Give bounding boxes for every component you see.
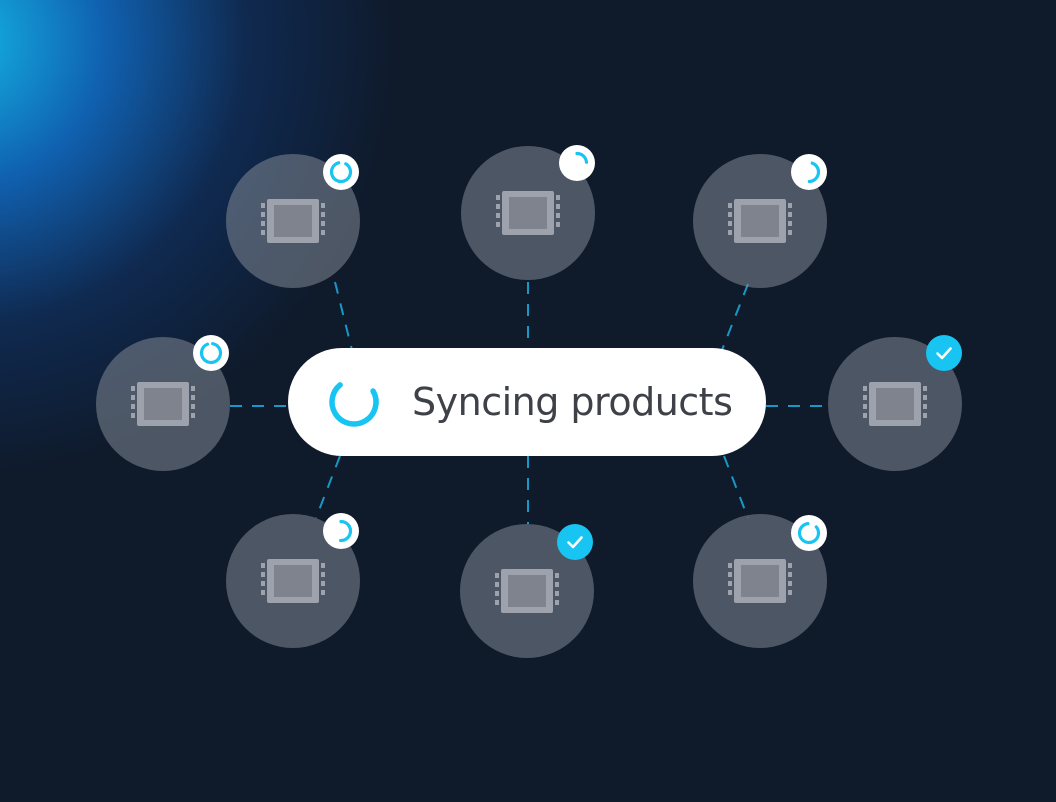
syncing-badge	[193, 335, 229, 371]
checkmark-icon	[567, 536, 583, 549]
product-film-icon	[728, 559, 792, 603]
syncing-badge	[791, 154, 827, 190]
sync-status-label: Syncing products	[412, 380, 733, 424]
connector-top-right	[721, 283, 749, 351]
product-film-icon	[261, 559, 325, 603]
product-node-bottom-center	[460, 524, 594, 658]
syncing-badge	[323, 513, 359, 549]
done-badge	[557, 524, 593, 560]
product-node-middle-left	[96, 337, 230, 471]
progress-ring-icon	[329, 160, 353, 184]
product-film-icon	[131, 382, 195, 426]
checkmark-icon	[936, 347, 952, 360]
syncing-badge	[323, 154, 359, 190]
product-node-top-left	[226, 154, 360, 288]
progress-ring-icon	[797, 160, 821, 184]
sync-status-pill: Syncing products	[288, 348, 766, 456]
product-film-icon	[496, 191, 560, 235]
progress-ring-icon	[329, 519, 353, 543]
progress-ring-icon	[199, 341, 223, 365]
progress-ring-icon	[797, 521, 821, 545]
product-film-icon	[495, 569, 559, 613]
product-film-icon	[863, 382, 927, 426]
product-film-icon	[728, 199, 792, 243]
progress-ring-icon	[565, 151, 589, 175]
connector-top-left	[334, 281, 353, 351]
done-badge	[926, 335, 962, 371]
loading-spinner-icon	[329, 377, 379, 427]
product-film-icon	[261, 199, 325, 243]
syncing-badge	[791, 515, 827, 551]
syncing-badge	[559, 145, 595, 181]
connector-bottom-right	[723, 455, 749, 519]
connector-bottom-left	[315, 455, 341, 519]
